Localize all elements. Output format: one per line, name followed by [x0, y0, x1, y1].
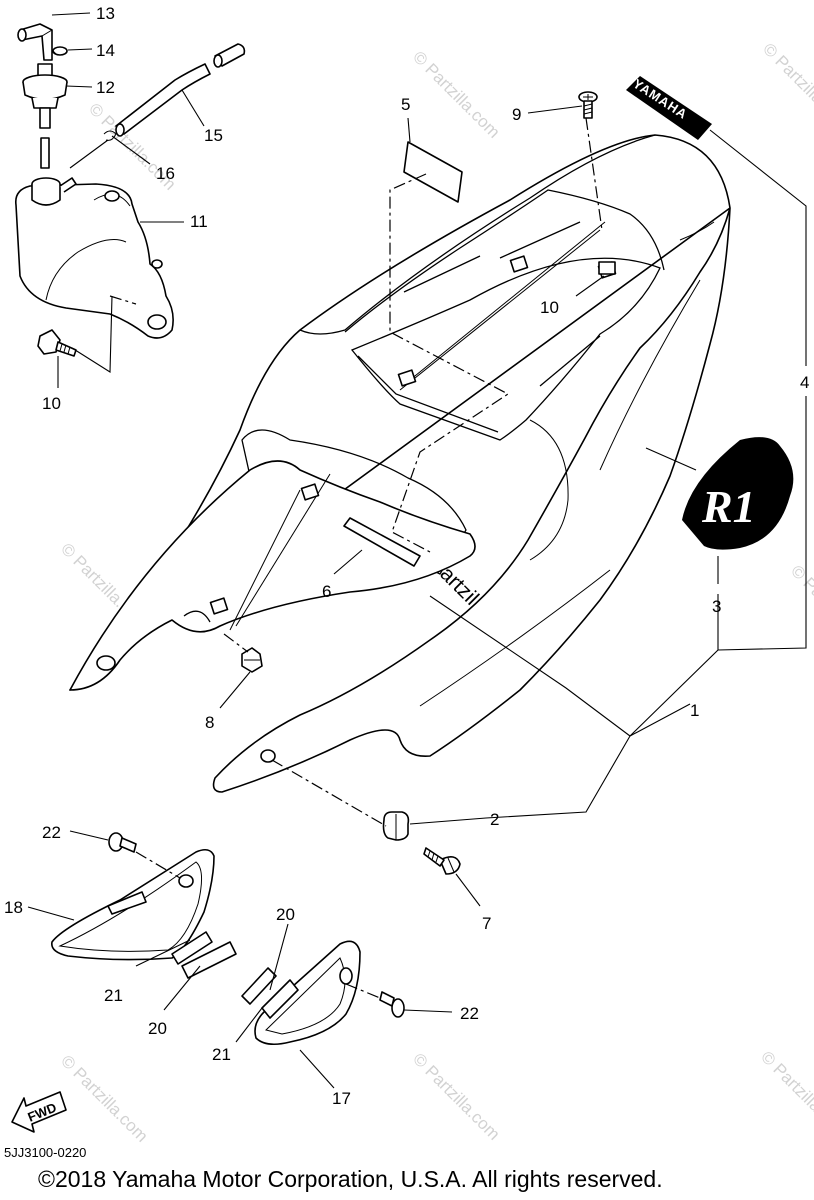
watermark: © Partzilla.com: [409, 1049, 503, 1143]
callout-22: 22: [42, 823, 61, 842]
callout-20: 20: [148, 1019, 167, 1038]
callout-14: 13: [96, 4, 115, 23]
part-20-21-pads-left: [171, 931, 237, 979]
callout-9: 9: [512, 105, 521, 124]
part-9-screw: [578, 91, 598, 119]
part-14-elbow-fitting: [17, 23, 53, 61]
watermark: © Partzilla.com: [57, 1051, 151, 1145]
part-5-label: [403, 141, 463, 203]
part-6-label: [343, 517, 421, 567]
callout-12: 10: [42, 394, 61, 413]
part-2-grommet: [382, 811, 410, 841]
diagram-code: 5JJ3100-0220: [4, 1145, 87, 1160]
callout-16: 15: [204, 126, 223, 145]
part-4-yamaha-decal: YAMAHA: [626, 76, 712, 140]
callout-15: 14: [96, 41, 115, 60]
callout-21: 21: [212, 1045, 231, 1064]
callout-19: 18: [4, 898, 23, 917]
callout-13: 12: [96, 78, 115, 97]
part-19-side-cover: [51, 848, 215, 961]
part-22-screw: [108, 832, 137, 853]
watermark: © Partzilla.com: [759, 39, 814, 133]
callout-8: 8: [205, 713, 214, 732]
r1-decal-text: R1: [701, 481, 756, 532]
callout-4: 4: [800, 373, 809, 392]
callout-2: 2: [490, 810, 499, 829]
watermark: © Partzilla.com: [409, 47, 503, 141]
part-18-side-cover: [254, 940, 361, 1046]
callout-7: 7: [482, 914, 491, 933]
part-1-seat-cowl: [69, 134, 731, 793]
part-17-clip: [103, 130, 117, 141]
part-12-bolt: [37, 329, 77, 357]
callout-18: 17: [332, 1089, 351, 1108]
callout-22: 22: [460, 1004, 479, 1023]
callout-20: 20: [276, 905, 295, 924]
assembly-lines: [109, 117, 603, 999]
part-3-r1-decal: R1: [682, 437, 794, 550]
part-11-reservoir-tank: [14, 177, 174, 339]
part-10-nut: [598, 261, 616, 275]
part-7-screw: [423, 847, 461, 875]
callout-17: 16: [156, 164, 175, 183]
callout-3: 3: [712, 597, 721, 616]
part-13-valve: [22, 63, 68, 169]
part-15-clip: [51, 46, 68, 56]
callout-10: 10: [540, 298, 559, 317]
watermark: © Partzilla.com: [787, 561, 814, 655]
part-22-screw: [379, 991, 405, 1018]
watermark: © Partzilla.com: [757, 1047, 814, 1141]
callout-1: 1: [690, 701, 699, 720]
callout-11: 11: [190, 212, 208, 231]
callout-5: 5: [401, 95, 410, 114]
fwd-arrow-icon: FWD: [11, 1091, 67, 1133]
part-16-hose: [115, 43, 246, 137]
part-8-bolt: [241, 647, 263, 673]
callout-21: 21: [104, 986, 123, 1005]
callout-6: 6: [322, 582, 331, 601]
part-20-21-pads-right: [241, 967, 299, 1019]
callout-group: 13 14 12 15 16 11 10 5 9 10 4 3 1 6 8 2 …: [4, 4, 809, 1108]
leader-lines: [27, 12, 807, 1089]
copyright-notice: ©2018 Yamaha Motor Corporation, U.S.A. A…: [38, 1166, 663, 1192]
